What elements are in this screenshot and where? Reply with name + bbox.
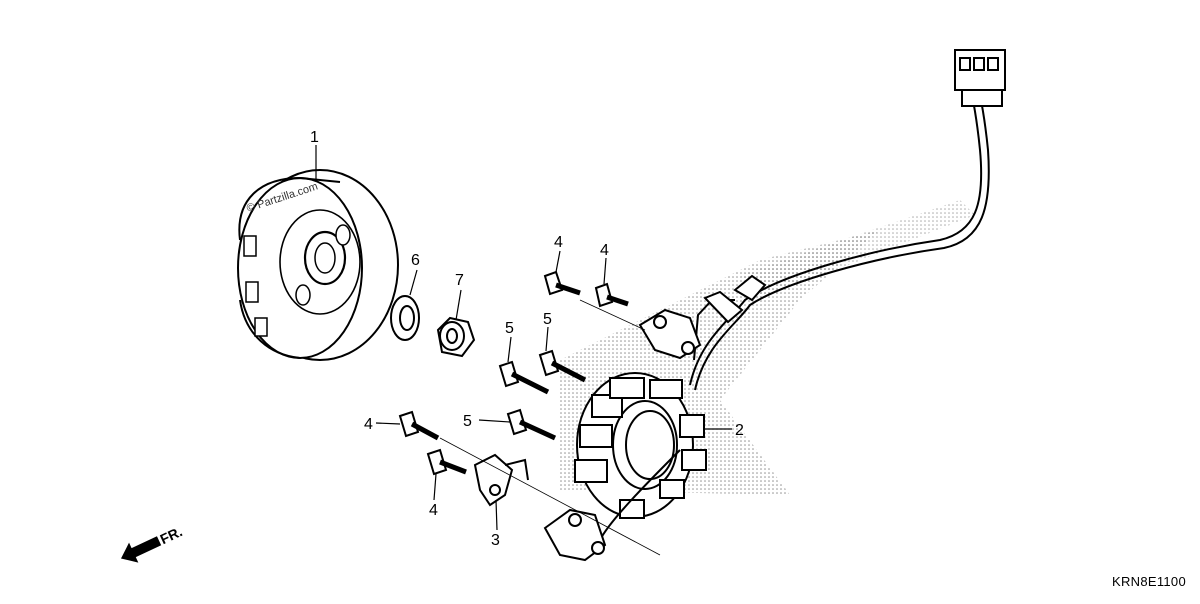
callout-4-lower: 4 bbox=[429, 502, 438, 519]
stator bbox=[574, 372, 707, 519]
flywheel bbox=[237, 169, 399, 361]
callout-4-left: 4 bbox=[364, 416, 373, 433]
pulse-generator-upper bbox=[638, 308, 702, 360]
bolt-4-top-left bbox=[543, 270, 581, 296]
bolt-5-right bbox=[538, 349, 587, 383]
callout-3: 3 bbox=[491, 532, 500, 549]
wire-connector bbox=[954, 49, 1006, 107]
callout-4-top-left: 4 bbox=[554, 234, 563, 251]
diagram-code: KRN8E1100 bbox=[1111, 574, 1186, 589]
callout-7: 7 bbox=[455, 272, 464, 289]
bolt-4-top-right bbox=[594, 282, 629, 308]
callout-1: 1 bbox=[310, 129, 319, 146]
bolt-4-left bbox=[398, 410, 440, 441]
callout-5-lower: 5 bbox=[463, 413, 472, 430]
pulse-generator-lower bbox=[543, 508, 607, 562]
wire-clamp bbox=[473, 453, 529, 507]
flange-nut bbox=[436, 316, 476, 358]
grommet bbox=[703, 274, 767, 324]
bolt-4-lower bbox=[426, 448, 467, 476]
leader-lines bbox=[315, 145, 732, 556]
cable-shadow bbox=[740, 200, 975, 300]
callout-6: 6 bbox=[411, 252, 420, 269]
callout-2: 2 bbox=[735, 422, 744, 439]
washer bbox=[390, 295, 420, 341]
callout-4-top-right: 4 bbox=[600, 242, 609, 259]
direction-label: FR. bbox=[157, 523, 184, 547]
callout-5-left: 5 bbox=[505, 320, 514, 337]
front-direction-arrow-icon: FR. bbox=[120, 523, 185, 563]
bolt-5-lower bbox=[506, 408, 557, 441]
callout-5-right: 5 bbox=[543, 311, 552, 328]
bolt-5-left bbox=[498, 360, 550, 395]
